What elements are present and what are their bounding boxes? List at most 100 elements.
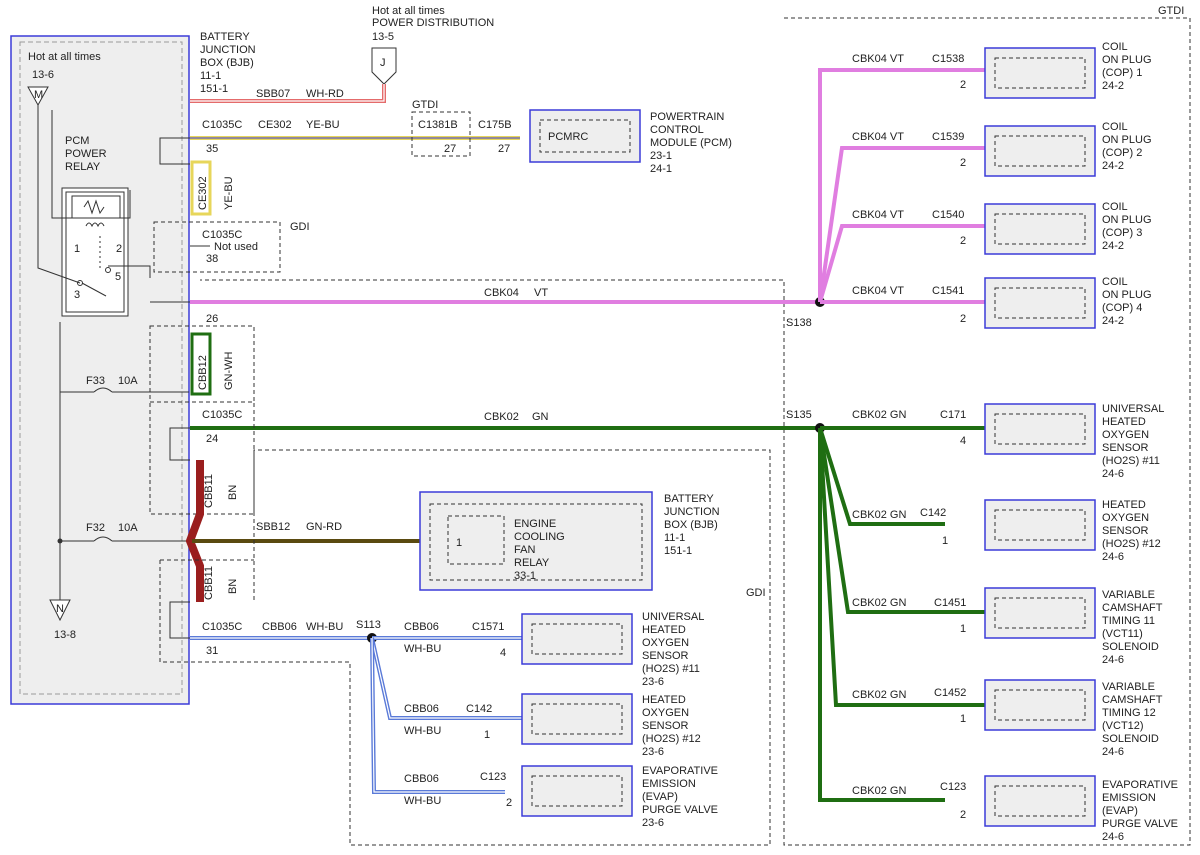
m-marker: M xyxy=(34,89,43,101)
bjb-title-4: 11-1 xyxy=(200,70,221,82)
fuse-f33-label: F33 xyxy=(86,375,105,387)
coil-2-label-2: ON PLUG xyxy=(1102,134,1152,146)
pcm-module: PCMRC POWERTRAIN CONTROL MODULE (PCM) 23… xyxy=(529,109,732,175)
gn-load-4-label-1: VARIABLE xyxy=(1102,681,1155,693)
gn-load-1-label-4: SENSOR xyxy=(1102,442,1149,454)
coil-3-connector: C1540 xyxy=(932,209,964,221)
cbb11-lower-color: BN xyxy=(227,579,239,594)
gn-load-3: CBK02 GN C1451 1 VARIABLE CAMSHAFT TIMIN… xyxy=(852,587,1163,666)
cbb12-label: CBB12 xyxy=(197,355,209,390)
j-marker: J xyxy=(380,57,386,69)
gn-load-5-label-4: PURGE VALVE xyxy=(1102,818,1178,830)
coil-1-label-3: (COP) 1 xyxy=(1102,67,1142,79)
sbb12-label: SBB12 xyxy=(256,521,290,533)
fuse-f32-rating: 10A xyxy=(118,522,138,534)
gn-load-3-label-6: 24-6 xyxy=(1102,654,1124,666)
c1381b-label: C1381B xyxy=(418,119,458,131)
coil-1-connector: C1538 xyxy=(932,53,964,65)
power-dist-label-1: Hot at all times xyxy=(372,5,445,17)
coil-1: CBK04 VT C1538 2 COIL ON PLUG (COP) 1 24… xyxy=(852,41,1152,99)
coil-2-pin: 2 xyxy=(960,157,966,169)
gn-load-4-connector: C1452 xyxy=(934,687,966,699)
wb-load-3-label-3: (EVAP) xyxy=(642,791,678,803)
gn-load-3-label-4: (VCT11) xyxy=(1102,628,1143,640)
gn-load-5-label-5: 24-6 xyxy=(1102,831,1124,843)
coil-2: CBK04 VT C1539 2 COIL ON PLUG (COP) 2 24… xyxy=(852,121,1152,177)
wb-load-3-pin: 2 xyxy=(506,797,512,809)
wb-load-1-label-1: UNIVERSAL xyxy=(642,611,704,623)
ce302-vertical-color: YE-BU xyxy=(223,176,235,210)
s135-label: S135 xyxy=(786,409,812,421)
wb-load-2-label-1: HEATED xyxy=(642,694,686,706)
coil-3-pin: 2 xyxy=(960,235,966,247)
wb-load-1-connector: C1571 xyxy=(472,621,504,633)
cbk04-main-color: VT xyxy=(534,287,548,299)
fuse-f33-rating: 10A xyxy=(118,375,138,387)
gn-load-1-label-1: UNIVERSAL xyxy=(1102,403,1164,415)
wb-load-2-color: WH-BU xyxy=(404,725,441,737)
wb-load-3-wire: CBB06 xyxy=(404,773,439,785)
coil-1-label-2: ON PLUG xyxy=(1102,54,1152,66)
bjb-title-3: BOX (BJB) xyxy=(200,57,254,69)
gn-load-3-pin: 1 xyxy=(960,623,966,635)
gn-load-1-pin: 4 xyxy=(960,435,966,447)
pin-24: 24 xyxy=(206,433,218,445)
wb-load-1-label-3: OXYGEN xyxy=(642,637,689,649)
gn-load-2-label-1: HEATED xyxy=(1102,499,1146,511)
gn-load-3-connector: C1451 xyxy=(934,597,966,609)
coil-1-label-1: COIL xyxy=(1102,41,1128,53)
cbb06-main-color: WH-BU xyxy=(306,621,343,633)
gn-load-3-label-1: VARIABLE xyxy=(1102,589,1155,601)
pin-26: 26 xyxy=(206,313,218,325)
cbk02-main-label: CBK02 xyxy=(484,411,519,423)
wb-load-1: CBB06 WH-BU C1571 4 UNIVERSAL HEATED OXY… xyxy=(404,611,704,688)
pcm-label-3: MODULE (PCM) xyxy=(650,137,732,149)
s138-label: S138 xyxy=(786,317,812,329)
cbb12-color: GN-WH xyxy=(223,351,235,390)
wb-load-2: CBB06 WH-BU C142 1 HEATED OXYGEN SENSOR … xyxy=(404,693,701,758)
c175b-label: C175B xyxy=(478,119,512,131)
wb-load-1-pin: 4 xyxy=(500,647,506,659)
gn-load-2-label-3: SENSOR xyxy=(1102,525,1149,537)
gn-load-4-label-5: SOLENOID xyxy=(1102,733,1159,745)
coil-4-label-3: (COP) 4 xyxy=(1102,302,1142,314)
gn-load-4-pin: 1 xyxy=(960,713,966,725)
gdi-small-label: GDI xyxy=(290,221,310,233)
cbk04-main-label: CBK04 xyxy=(484,287,519,299)
gn-load-3-wire: CBK02 GN xyxy=(852,597,906,609)
coil-2-label-1: COIL xyxy=(1102,121,1128,133)
relay-label-2: POWER xyxy=(65,148,107,160)
fan-bjb-label-3: BOX (BJB) xyxy=(664,519,718,531)
gn-load-2-label-5: 24-6 xyxy=(1102,551,1124,563)
gn-load-4: CBK02 GN C1452 1 VARIABLE CAMSHAFT TIMIN… xyxy=(852,679,1163,758)
wb-load-1-color: WH-BU xyxy=(404,643,441,655)
coil-1-wire: CBK04 VT xyxy=(852,53,904,65)
pcm-label-2: CONTROL xyxy=(650,124,704,136)
wb-load-2-wire: CBB06 xyxy=(404,703,439,715)
fan-relay-label-2: COOLING xyxy=(514,531,565,543)
gtdi-region-label: GTDI xyxy=(1158,5,1184,17)
wb-load-3-label-5: 23-6 xyxy=(642,817,664,829)
fan-relay-label-5: 33-1 xyxy=(514,570,536,582)
wb-load-3-color: WH-BU xyxy=(404,795,441,807)
gn-load-4-label-4: (VCT12) xyxy=(1102,720,1144,732)
coil-4-connector: C1541 xyxy=(932,285,964,297)
fan-bjb-label-5: 151-1 xyxy=(664,545,692,557)
sbb07-color: WH-RD xyxy=(306,88,344,100)
gn-load-5-wire: CBK02 GN xyxy=(852,785,906,797)
cbb06-main-label: CBB06 xyxy=(262,621,297,633)
wb-load-1-label-5: (HO2S) #11 xyxy=(642,663,700,675)
pin-38: 38 xyxy=(206,253,218,265)
sbb07-label: SBB07 xyxy=(256,88,290,100)
pin-35: 35 xyxy=(206,143,218,155)
gn-load-1-wire: CBK02 GN xyxy=(852,409,906,421)
coil-2-label-3: (COP) 2 xyxy=(1102,147,1142,159)
bjb-title-5: 151-1 xyxy=(200,83,228,95)
gn-load-1: CBK02 GN C171 4 UNIVERSAL HEATED OXYGEN … xyxy=(852,403,1164,480)
cbk02-main-color: GN xyxy=(532,411,549,423)
bjb-title: BATTERY JUNCTION BOX (BJB) 11-1 151-1 xyxy=(200,31,256,95)
pcm-label-1: POWERTRAIN xyxy=(650,111,724,123)
wb-load-2-label-5: 23-6 xyxy=(642,746,664,758)
gn-load-5-pin: 2 xyxy=(960,809,966,821)
gn-load-1-label-2: HEATED xyxy=(1102,416,1146,428)
